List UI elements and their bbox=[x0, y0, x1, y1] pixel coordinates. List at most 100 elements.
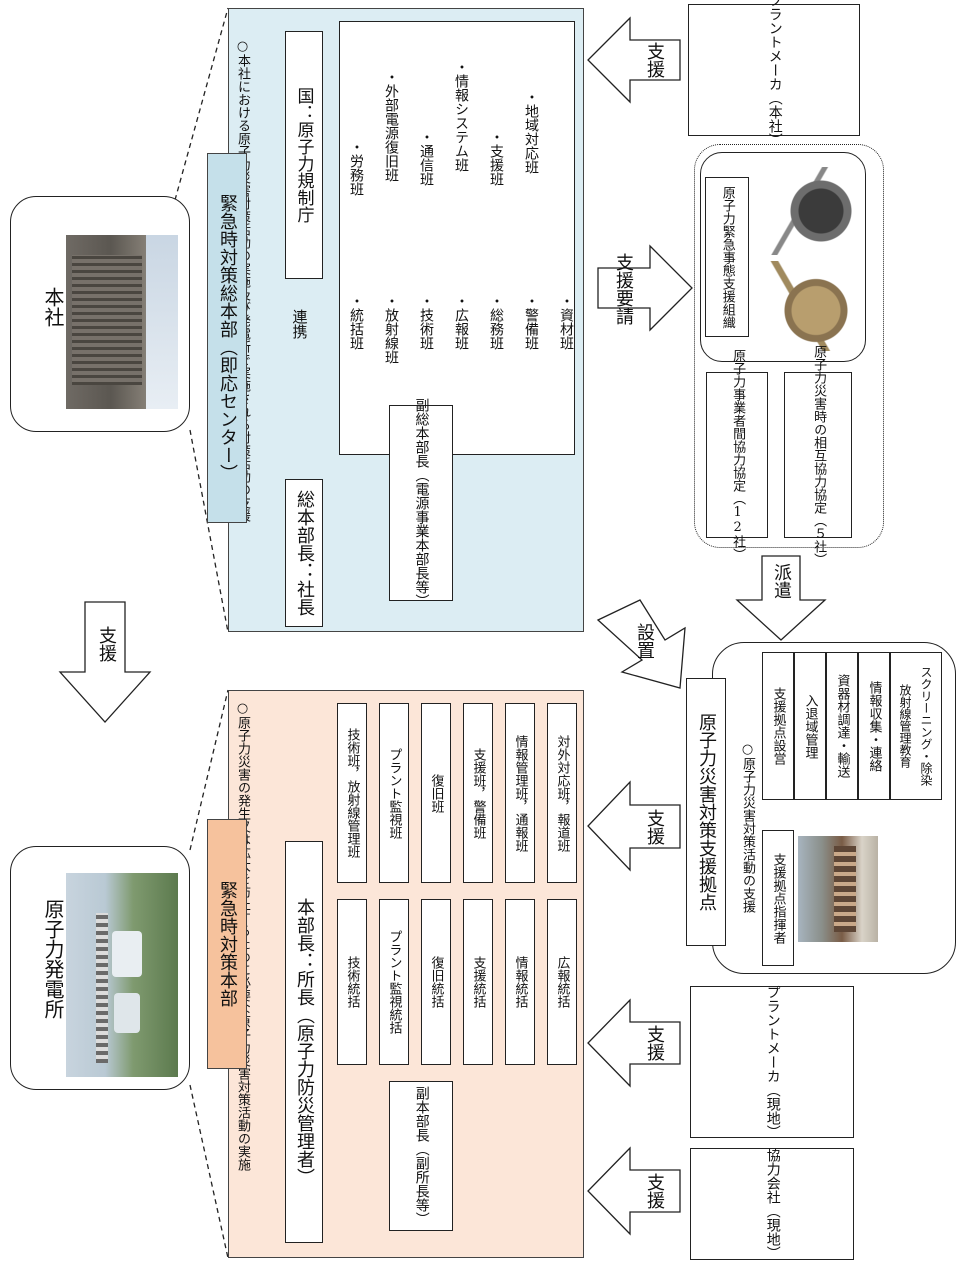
arrow-label-support-maker-local: 支援 bbox=[644, 1025, 665, 1061]
support-org-group bbox=[694, 144, 884, 548]
plant-maker-local-box: プラントメーカ （現地） bbox=[690, 985, 854, 1139]
site-title: 緊急時対策本部 bbox=[217, 881, 238, 1007]
support-base-task: 放射線管理教育 bbox=[898, 684, 912, 768]
hq-deputy-line-2: （電源事業本部長等） bbox=[413, 468, 430, 608]
facility-photo-icon bbox=[798, 836, 878, 942]
site-team-box: 技術班，放射線管理班 bbox=[337, 703, 367, 883]
hq-government: 国：原子力規制庁 bbox=[293, 87, 314, 223]
arrow-support-partner bbox=[587, 1146, 681, 1236]
site-title-tab: 緊急時対策本部 bbox=[207, 819, 247, 1069]
hq-team: ・情報システム班 bbox=[453, 60, 469, 172]
robot-photo-icon bbox=[761, 167, 861, 255]
support-base-task-box: 支援拠点設営 bbox=[762, 652, 794, 800]
arrow-label-establish: 設置 bbox=[634, 623, 655, 659]
support-base-commander-box: 支援拠点指揮者 bbox=[762, 830, 794, 966]
site-team: プラント監視班 bbox=[386, 747, 402, 839]
site-panel: ○原子力災害の発生又は拡大を防止するために必要な原子力災害対策活動の実施 緊急時… bbox=[207, 690, 584, 1258]
hq-team: ・放射線班 bbox=[383, 294, 399, 364]
hq-title-tab: 緊急時対策総本部（即応センター） bbox=[207, 153, 247, 523]
plant-maker-hq-line-1: プラントメーカ bbox=[766, 0, 783, 91]
hq-government-box: 国：原子力規制庁 bbox=[285, 31, 323, 279]
building-photo-icon bbox=[66, 235, 178, 409]
plant-maker-hq-box: プラントメーカ （本社） bbox=[688, 0, 860, 147]
hq-team: ・総務班 bbox=[488, 294, 504, 350]
dashed-connector-site-bottom bbox=[189, 1084, 229, 1259]
agreement-12-box: 原子力事業者間 協力協定 （12社） bbox=[706, 349, 768, 561]
arrow-label-support-base: 支援 bbox=[644, 809, 665, 845]
support-org-card: 原子力緊急事態 支援組織 bbox=[700, 152, 866, 362]
support-base-task: 支援拠点設営 bbox=[770, 687, 786, 765]
hq-team: ・支援班 bbox=[488, 130, 504, 186]
site-manager-box: 支援統括 bbox=[463, 899, 493, 1065]
arrow-establish bbox=[596, 599, 686, 689]
support-base-note: ○原子力災害対策活動の支援 bbox=[740, 742, 755, 913]
arrow-label-dispatch: 派遣 bbox=[771, 563, 792, 599]
support-org-box: 原子力緊急事態 支援組織 bbox=[705, 177, 749, 337]
support-base-task-box: スクリーニング・除染 放射線管理教育 bbox=[890, 652, 942, 800]
site-manager: 広報統括 bbox=[554, 956, 570, 1008]
support-base-task: スクリーニング・除染 bbox=[919, 666, 933, 786]
partner-local-box: 協力会社 （現地） bbox=[690, 1148, 854, 1260]
site-manager-box: 技術統括 bbox=[337, 899, 367, 1065]
support-base-task: 情報収集・連絡 bbox=[866, 680, 882, 772]
arrow-request bbox=[597, 244, 693, 332]
hq-teams-overlay: ・統括班 ・放射線班 ・技術班 ・広報班 ・総務班 ・警備班 ・資材班 ・労務班… bbox=[338, 30, 574, 450]
agreement-5-line-3: （５社） bbox=[811, 513, 827, 566]
hq-building-card: 本社 bbox=[10, 196, 190, 432]
partner-local-line-2: （現地） bbox=[764, 1204, 781, 1260]
arrow-support-maker-hq bbox=[587, 16, 681, 104]
hq-chief: 総本部長：社長 bbox=[294, 490, 315, 616]
site-team: 復旧班 bbox=[428, 773, 444, 813]
hq-team: ・広報班 bbox=[453, 294, 469, 350]
support-base-title: 原子力災害対策支援拠点 bbox=[696, 713, 717, 911]
site-team-box: 支援班，警備班 bbox=[463, 703, 493, 883]
support-org-line-2: 支援組織 bbox=[719, 276, 735, 329]
agreement-5-box: 原子力災害時の 相互協力協定 （５社） bbox=[784, 345, 852, 566]
partner-local-line-1: 協力会社 bbox=[764, 1148, 781, 1204]
hq-team: ・労務班 bbox=[348, 140, 364, 196]
support-base-task-box: 資器材調達・輸送 bbox=[826, 652, 858, 800]
site-deputy-line-2: （副所長等） bbox=[413, 1142, 430, 1226]
site-team-box: プラント監視班 bbox=[379, 703, 409, 883]
dashed-connector-site-top bbox=[189, 689, 229, 851]
plant-maker-local-line-1: プラントメーカ bbox=[764, 985, 781, 1083]
hq-panel: ○本社における原子力災害対策活動の実施及び発電所で実施される対策活動の支援 緊急… bbox=[207, 8, 584, 632]
site-chief: 本部長：所長（原子力防災管理者） bbox=[294, 898, 315, 1186]
support-base-task-box: 情報収集・連絡 bbox=[858, 652, 890, 800]
site-team-box: 情報管理班，通報班 bbox=[505, 703, 535, 883]
hq-chief-box: 総本部長：社長 bbox=[285, 479, 323, 627]
hq-caption: 本社 bbox=[41, 287, 65, 327]
support-base-task-box: 入退域管理 bbox=[794, 652, 826, 800]
robot-photo-icon bbox=[761, 261, 861, 351]
site-manager-box: プラント監視統括 bbox=[379, 899, 409, 1065]
hq-team: ・技術班 bbox=[418, 294, 434, 350]
plant-card: 原子力発電所 bbox=[10, 846, 190, 1090]
plant-maker-local-line-2: （現地） bbox=[764, 1083, 781, 1139]
site-deputy-box: 副本部長 （副所長等） bbox=[389, 1081, 453, 1231]
support-base-commander: 支援拠点指揮者 bbox=[770, 852, 786, 944]
support-base-task: 入退域管理 bbox=[802, 693, 818, 759]
site-team: 技術班，放射線管理班 bbox=[344, 728, 360, 858]
hq-teams-box bbox=[339, 21, 575, 455]
site-manager: 技術統括 bbox=[344, 956, 360, 1008]
power-plant-photo-icon bbox=[66, 873, 178, 1077]
arrow-label-request: 支援要請 bbox=[613, 253, 634, 325]
hq-team: ・資材班 bbox=[558, 294, 574, 350]
site-team-box: 復旧班 bbox=[421, 703, 451, 883]
agreement-12-line-3: （12社） bbox=[730, 492, 746, 561]
support-org-line-1: 原子力緊急事態 bbox=[719, 185, 735, 277]
agreement-12-line-2: 協力協定 bbox=[730, 440, 746, 492]
arrow-label-support-hq-to-site: 支援 bbox=[96, 626, 117, 662]
hq-team: ・通信班 bbox=[418, 130, 434, 186]
hq-team: ・警備班 bbox=[523, 294, 539, 350]
agreement-5-line-2: 相互協力協定 bbox=[811, 435, 827, 514]
hq-title: 緊急時対策総本部（即応センター） bbox=[217, 194, 238, 482]
arrow-label-support-partner: 支援 bbox=[644, 1173, 665, 1209]
site-manager-box: 復旧統括 bbox=[421, 899, 451, 1065]
site-team-box: 対外対応班，報道班 bbox=[547, 703, 577, 883]
site-manager: プラント監視統括 bbox=[386, 930, 402, 1034]
dashed-connector-hq-top bbox=[174, 7, 229, 201]
site-team: 支援班，警備班 bbox=[470, 747, 486, 839]
arrow-support-hq-to-site bbox=[58, 601, 152, 723]
site-manager: 情報統括 bbox=[512, 956, 528, 1008]
